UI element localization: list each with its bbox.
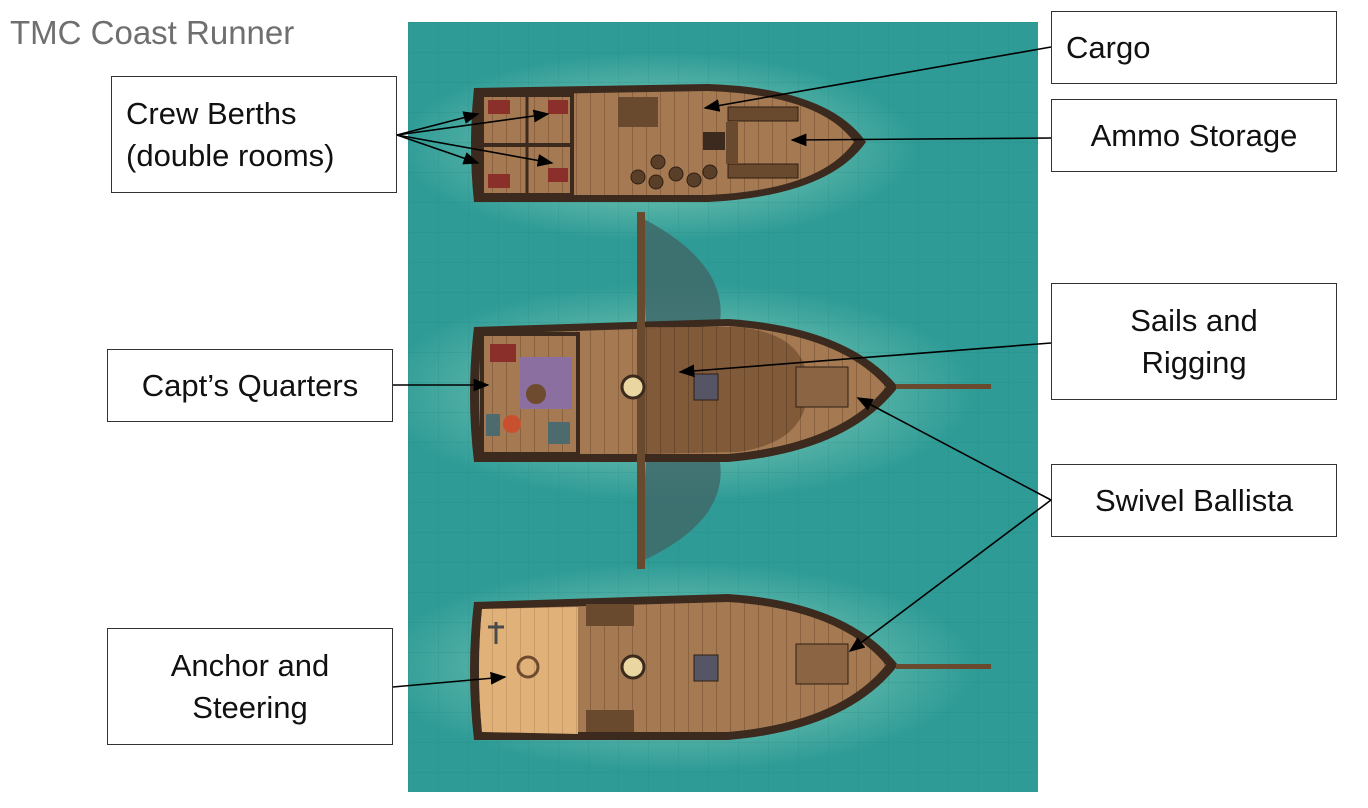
ship-upper-deck bbox=[470, 594, 991, 740]
label-anchor-steering: Anchor and Steering bbox=[107, 628, 393, 745]
ship-map-canvas bbox=[408, 22, 1038, 792]
label-capts-quarters: Capt’s Quarters bbox=[107, 349, 393, 422]
label-cargo: Cargo bbox=[1051, 11, 1337, 84]
ship-lower-deck bbox=[471, 84, 866, 202]
label-swivel-ballista: Swivel Ballista bbox=[1051, 464, 1337, 537]
page-title: TMC Coast Runner bbox=[10, 14, 295, 51]
label-ammo-storage: Ammo Storage bbox=[1051, 99, 1337, 172]
label-sails-rigging: Sails and Rigging bbox=[1051, 283, 1337, 400]
ship-map bbox=[408, 22, 1038, 792]
label-crew-berths: Crew Berths (double rooms) bbox=[111, 76, 397, 193]
